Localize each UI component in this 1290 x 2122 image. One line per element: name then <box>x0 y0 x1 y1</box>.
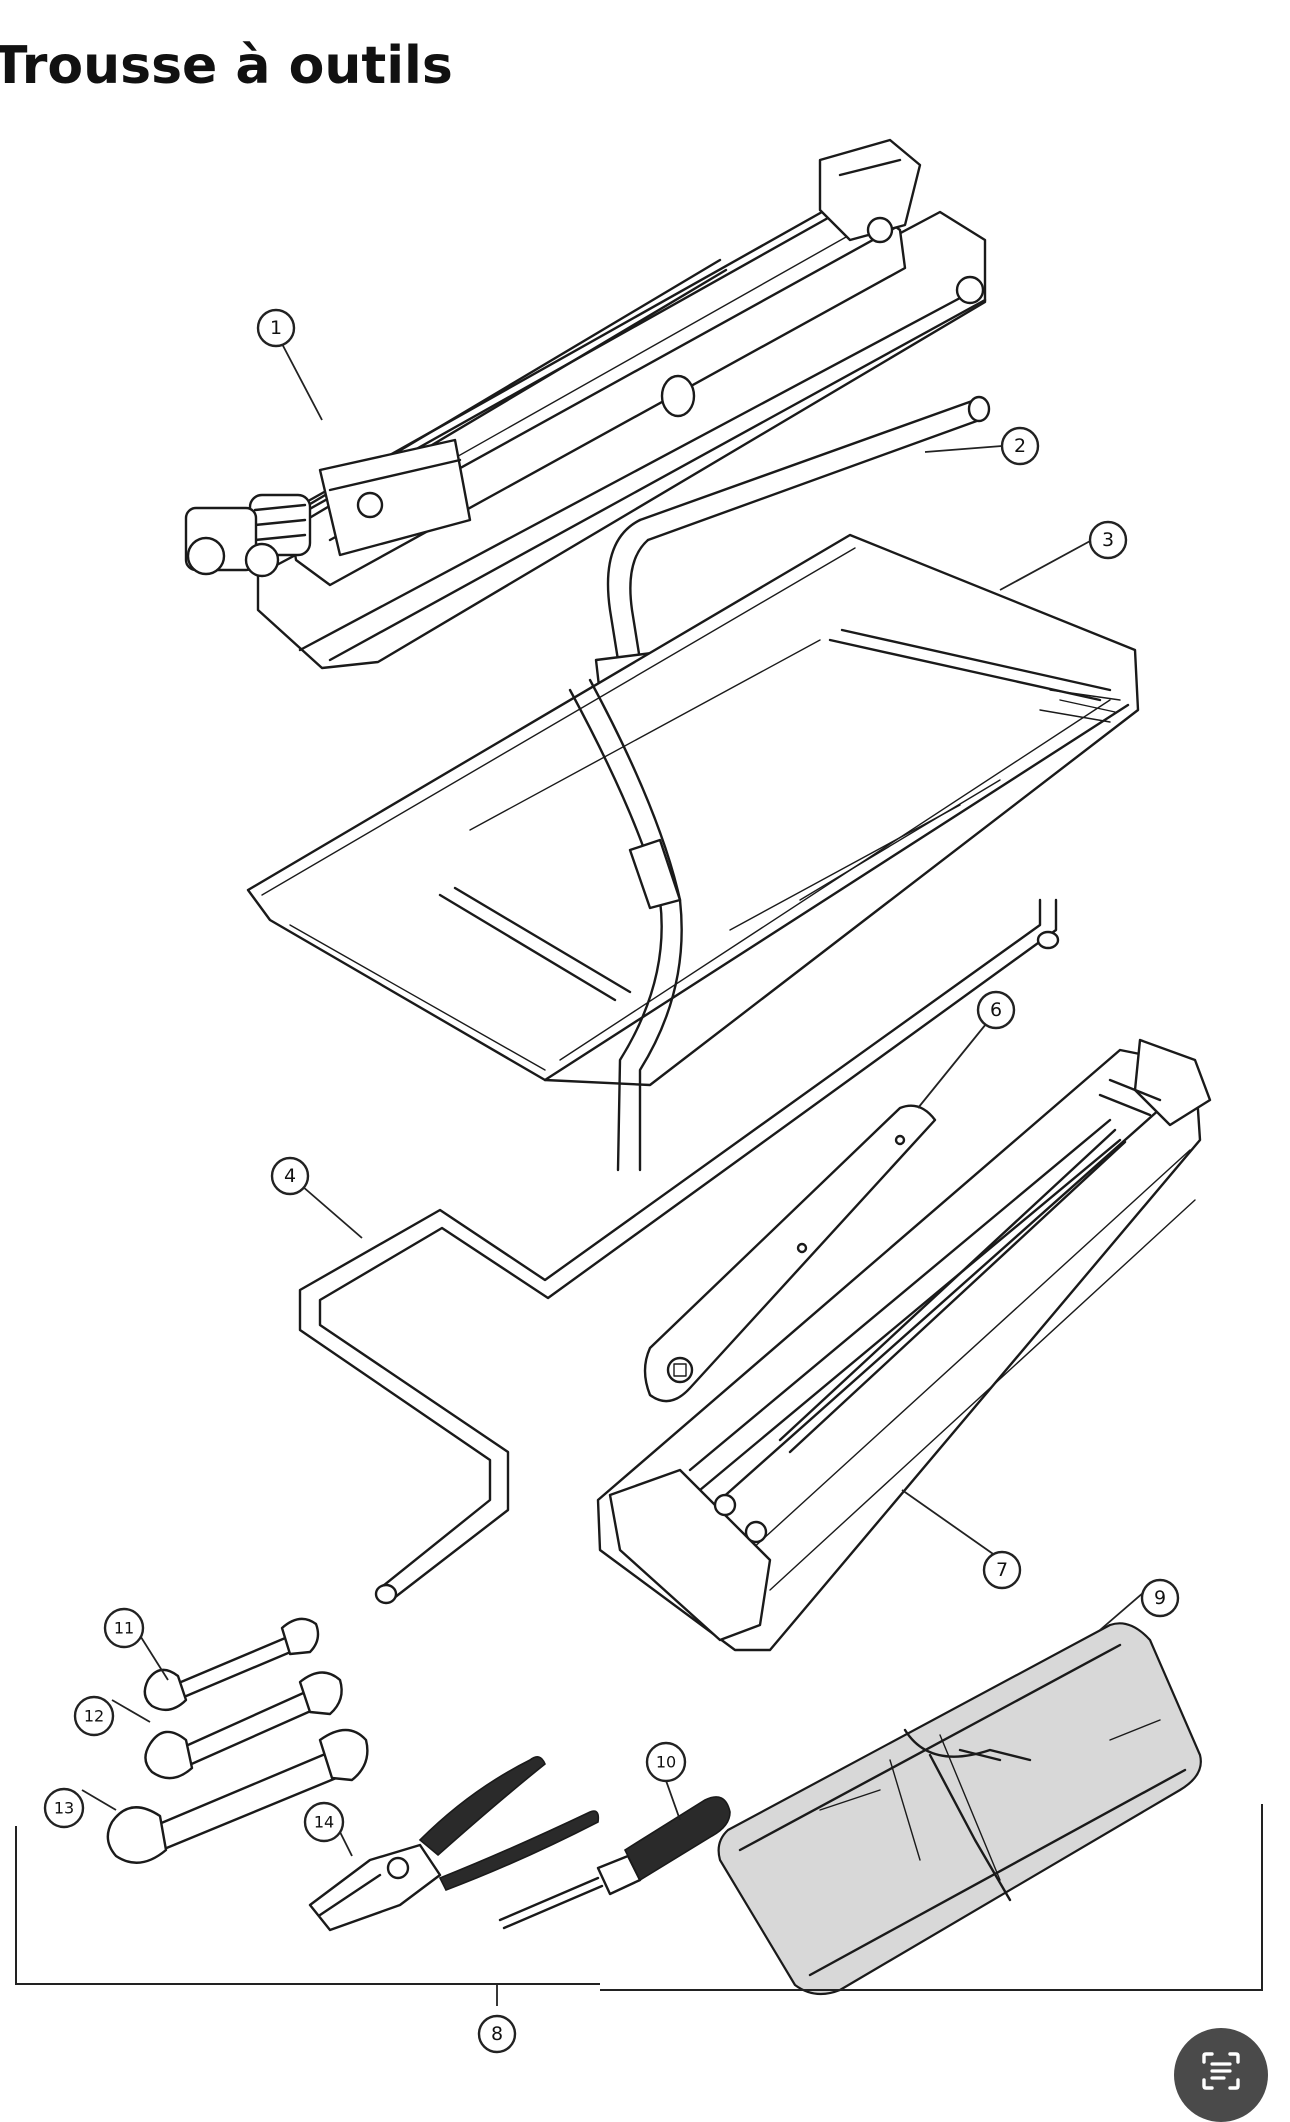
wrenches-drawing <box>106 1617 369 1864</box>
callout-14: 14 <box>303 1801 345 1843</box>
second-jack-drawing <box>596 1038 1212 1652</box>
tray-drawing <box>246 533 1140 1087</box>
svg-text:10: 10 <box>656 1753 676 1772</box>
callout-2: 2 <box>1000 426 1040 466</box>
group-bracket <box>15 1804 1263 2006</box>
crank-handle-drawing <box>298 898 1060 1605</box>
svg-text:11: 11 <box>114 1619 134 1638</box>
text-scan-button[interactable] <box>1174 2028 1268 2122</box>
callout-1: 1 <box>256 308 296 348</box>
text-scan-icon <box>1202 2052 1240 2090</box>
callout-13: 13 <box>43 1787 85 1829</box>
strap-drawing <box>568 678 683 1172</box>
leader-lines <box>81 339 1145 1857</box>
svg-text:3: 3 <box>1102 529 1114 551</box>
tool-roll-drawing <box>717 1622 1202 1996</box>
callout-3: 3 <box>1088 520 1128 560</box>
svg-text:13: 13 <box>54 1799 74 1818</box>
callout-8: 8 <box>477 2014 517 2054</box>
svg-text:6: 6 <box>990 999 1002 1021</box>
callout-12: 12 <box>73 1695 115 1737</box>
svg-text:8: 8 <box>491 2023 503 2045</box>
page-title: Trousse à outils <box>0 36 453 96</box>
pliers-drawing <box>308 1756 600 1932</box>
callout-6: 6 <box>976 990 1016 1030</box>
jack-link-drawing <box>643 1104 937 1403</box>
tool-kit-diagram: 1 2 3 4 6 7 8 9 10 11 12 13 <box>15 138 1263 2054</box>
callout-10: 10 <box>645 1741 687 1783</box>
svg-text:4: 4 <box>284 1165 296 1187</box>
callout-4: 4 <box>270 1156 310 1196</box>
screwdriver-drawing <box>498 1796 731 1930</box>
svg-text:12: 12 <box>84 1707 104 1726</box>
svg-text:1: 1 <box>270 317 282 339</box>
svg-text:7: 7 <box>996 1559 1008 1581</box>
svg-text:2: 2 <box>1014 435 1026 457</box>
svg-text:14: 14 <box>314 1813 334 1832</box>
callout-7: 7 <box>982 1550 1022 1590</box>
svg-text:9: 9 <box>1154 1587 1166 1609</box>
jack-drawing <box>184 138 987 670</box>
callout-11: 11 <box>103 1607 145 1649</box>
callout-9: 9 <box>1140 1578 1180 1618</box>
